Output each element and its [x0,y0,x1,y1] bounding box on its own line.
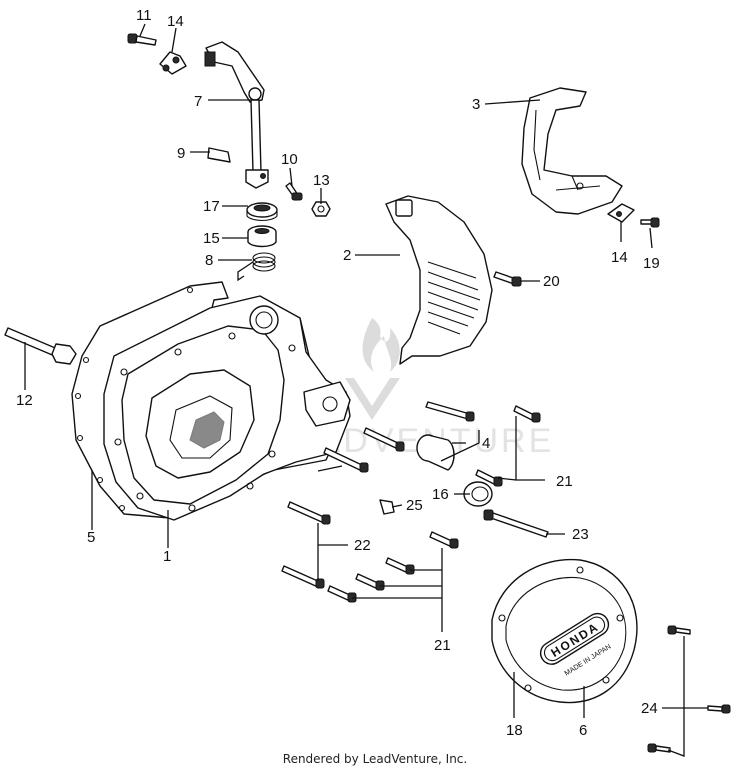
credit-text: Rendered by LeadVenture, Inc. [282,752,468,766]
callout-22: 22 [354,537,371,554]
callout-19: 19 [643,255,660,272]
part-1-crankcase-cover [103,295,351,521]
callout-11: 11 [136,7,152,24]
part-3-guard [521,87,623,215]
part-8-spring [237,252,276,282]
callout-14-right: 14 [611,249,628,266]
callout-2: 2 [343,247,351,264]
part-9-pin [207,147,231,163]
callout-8: 8 [205,252,213,269]
callout-13: 13 [313,172,330,189]
part-19-screw [640,217,660,228]
callout-labels: 11 14 7 9 10 13 17 15 8 3 2 14 19 20 12 … [16,7,660,739]
part-25-screw [379,499,395,515]
callout-21-lower: 21 [434,637,451,654]
part-2-sprocket-cover [385,195,493,365]
callout-23: 23 [572,526,589,543]
callout-3: 3 [472,96,480,113]
part-6-cover: HONDA MADE IN JAPAN [491,558,638,704]
part-24-screws [647,625,731,753]
part-13-nut [311,201,331,217]
callout-18: 18 [506,722,523,739]
callout-21-upper: 21 [556,473,573,490]
callout-4: 4 [482,435,490,452]
leader-lines [24,23,708,757]
callout-10: 10 [281,151,298,168]
callout-17: 17 [203,198,220,215]
part-23-bolt [483,509,549,538]
callout-9: 9 [177,145,185,162]
part-14-clip-right [607,203,635,223]
part-12-bolt [4,327,77,365]
part-14-clip-top [159,51,187,75]
part-10-bolt [285,182,303,201]
callout-6: 6 [579,722,587,739]
callout-14: 14 [167,13,184,30]
callout-20: 20 [543,273,560,290]
part-4-plug [416,434,455,471]
callout-1: 1 [163,548,171,565]
callout-12: 12 [16,392,33,409]
part-11-bolt [127,33,157,46]
callout-24: 24 [641,700,658,717]
callout-5: 5 [87,529,95,546]
part-15-bearing [247,225,277,248]
callout-25: 25 [406,497,423,514]
callout-7: 7 [194,93,202,110]
part-7-shift-arm [204,41,269,189]
callout-15: 15 [203,230,220,247]
part-17-seal [246,202,278,222]
callout-16: 16 [432,486,449,503]
part-22-bolts [281,501,331,589]
part-20-bolt [493,271,522,287]
part-21-bolts-lower [327,531,459,603]
bolt-group-upper [323,401,541,487]
